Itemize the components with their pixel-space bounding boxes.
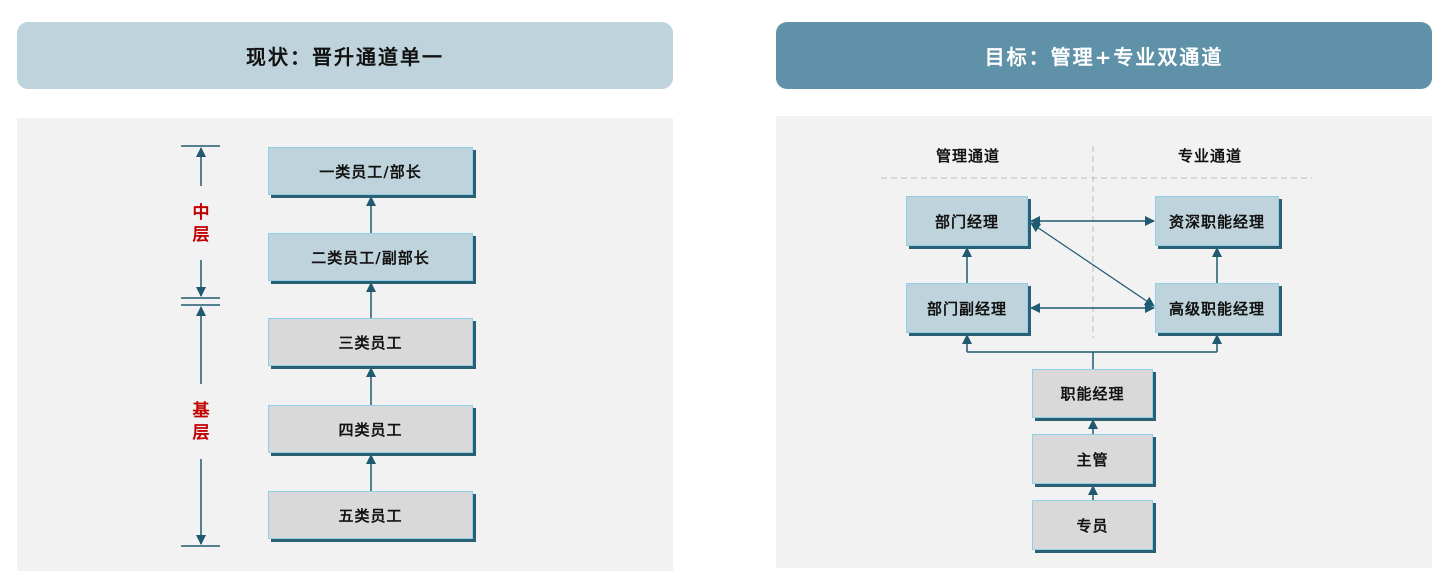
target-state-title: 目标：管理+专业双通道 <box>776 22 1432 89</box>
level-box-class-1: 一类员工/部长 <box>268 147 473 195</box>
box-supervisor: 主管 <box>1032 434 1153 484</box>
tier-label-middle: 中层 <box>192 203 210 245</box>
level-box-class-2: 二类员工/副部长 <box>268 233 473 281</box>
lane-label-professional: 专业通道 <box>1178 147 1243 165</box>
right-connectors <box>962 216 1222 500</box>
tier-bracket-base <box>181 304 220 547</box>
box-dept-manager: 部门经理 <box>906 196 1028 246</box>
tier-bracket-middle <box>181 145 220 299</box>
box-function-manager: 职能经理 <box>1032 369 1153 418</box>
tier-label-base: 基层 <box>192 401 210 443</box>
lane-label-management: 管理通道 <box>936 147 1001 165</box>
box-specialist: 专员 <box>1032 500 1153 550</box>
box-high-function-manager: 高级职能经理 <box>1155 283 1279 333</box>
current-state-title: 现状：晋升通道单一 <box>17 22 673 89</box>
target-state-panel <box>776 116 1432 568</box>
level-box-class-5: 五类员工 <box>268 491 473 539</box>
box-deputy-dept-manager: 部门副经理 <box>906 283 1028 333</box>
box-senior-function-manager: 资深职能经理 <box>1155 196 1279 246</box>
level-box-class-3: 三类员工 <box>268 318 473 366</box>
level-box-class-4: 四类员工 <box>268 405 473 453</box>
